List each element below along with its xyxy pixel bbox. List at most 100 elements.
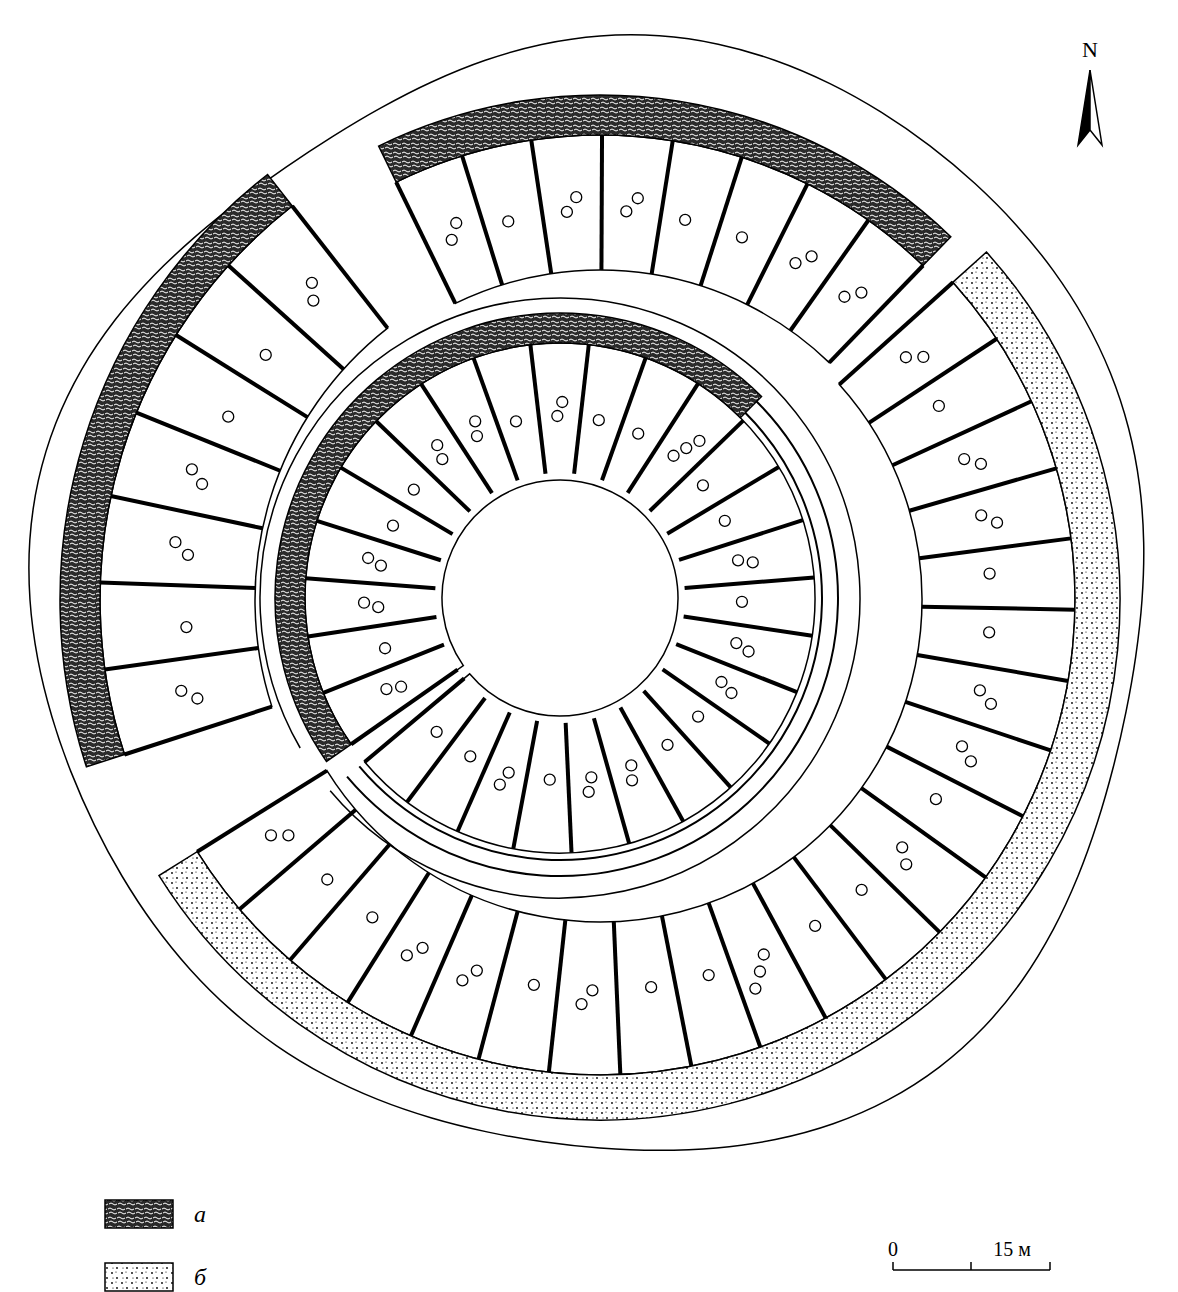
pit-circle (733, 555, 744, 566)
pit-circle (363, 553, 374, 564)
pit-circle (557, 397, 568, 408)
pit-circle (359, 597, 370, 608)
scale-label: 15 м (993, 1239, 1031, 1259)
pit-circle (528, 979, 539, 990)
pit-circle (186, 464, 197, 475)
house-wall (684, 617, 813, 636)
pit-circle (806, 251, 817, 262)
house-wall (922, 607, 1075, 610)
house-wall (701, 157, 742, 286)
house-wall (919, 538, 1071, 558)
house-wall (111, 496, 263, 528)
pit-circle (401, 950, 412, 961)
house-wall (292, 206, 387, 328)
house-wall (136, 413, 280, 471)
house-wall (620, 707, 683, 821)
house-wall (407, 698, 485, 802)
pit-circle (176, 685, 187, 696)
north-arrow (1078, 70, 1102, 145)
pit-circle (432, 440, 443, 451)
pit-circle (900, 352, 911, 363)
pit-circle (494, 779, 505, 790)
house-wall (709, 903, 761, 1047)
pit-circle (985, 698, 996, 709)
house-wall (602, 358, 646, 480)
house-wall (747, 184, 807, 305)
house-wall (839, 282, 953, 384)
inner-wall-line (359, 413, 822, 860)
pit-circle (790, 258, 801, 269)
house-wall (124, 707, 271, 755)
pit-circle (381, 684, 392, 695)
pit-circle (897, 842, 908, 853)
pit-circle (681, 443, 692, 454)
house-wall (667, 467, 779, 534)
pit-circle (544, 774, 555, 785)
north-label: N (1082, 39, 1098, 61)
pit-circle (396, 681, 407, 692)
house-wall (594, 718, 629, 843)
house-wall (599, 135, 604, 270)
pit-circle (465, 751, 476, 762)
pit-circle (308, 295, 319, 306)
pit-circle (322, 874, 333, 885)
pit-circle (306, 277, 317, 288)
pit-circle (633, 428, 644, 439)
pit-circle (856, 287, 867, 298)
pit-circle (181, 622, 192, 633)
pit-circle (627, 775, 638, 786)
pit-circle (754, 966, 765, 977)
pit-circle (693, 711, 704, 722)
pit-circle (957, 741, 968, 752)
house-wall (790, 220, 868, 330)
pit-circle (431, 726, 442, 737)
pit-circle (965, 756, 976, 767)
pit-circle (470, 416, 481, 427)
pit-circle (621, 206, 632, 217)
house-wall (306, 578, 436, 588)
house-wall (317, 521, 441, 560)
house-wall (753, 883, 826, 1018)
house-row (305, 343, 815, 853)
scale-label: 0 (888, 1239, 898, 1259)
house-wall (574, 345, 589, 474)
pit-circle (510, 416, 521, 427)
house-wall (892, 401, 1031, 465)
house-wall (830, 825, 939, 932)
house-wall (100, 583, 255, 588)
house-wall (662, 916, 691, 1066)
pit-circle (367, 912, 378, 923)
pit-circle (561, 206, 572, 217)
pit-circle (736, 232, 747, 243)
pit-circle (197, 479, 208, 490)
central-square (448, 486, 672, 710)
house-wall (197, 771, 327, 852)
pit-circle (283, 830, 294, 841)
pit-circle (471, 431, 482, 442)
pit-circle (984, 568, 995, 579)
pit-circle (976, 510, 987, 521)
pit-circle (417, 942, 428, 953)
pit-circle (810, 920, 821, 931)
pit-circle (918, 351, 929, 362)
pit-circle (716, 677, 727, 688)
scale-bar (893, 1262, 1050, 1270)
pit-circle (373, 602, 384, 613)
house-wall (917, 655, 1068, 681)
legend-swatches (105, 1200, 173, 1291)
pit-circle (593, 415, 604, 426)
pit-circle (703, 970, 714, 981)
wall-b (159, 252, 1120, 1120)
pit-circle (731, 638, 742, 649)
house-wall (549, 920, 565, 1072)
pit-circle (662, 739, 673, 750)
pit-circle (856, 884, 867, 895)
pit-circle (668, 450, 679, 461)
legend-swatch (105, 1200, 173, 1228)
house-wall (676, 644, 797, 692)
house-wall (462, 156, 502, 285)
pit-circle (984, 627, 995, 638)
pit-circle (457, 975, 468, 986)
